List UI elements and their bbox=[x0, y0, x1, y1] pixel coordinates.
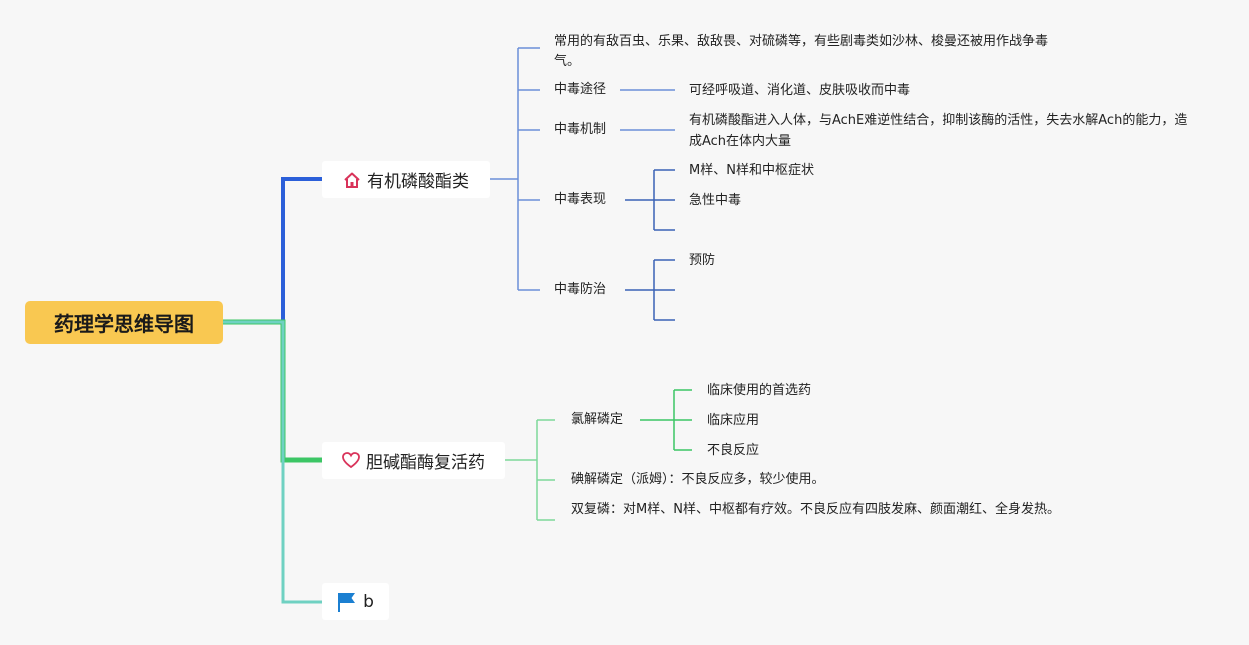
b1-route-detail: 可经呼吸道、消化道、皮肤吸收而中毒 bbox=[689, 83, 911, 98]
b2-topic-pralidoxime-iodide[interactable]: 碘解磷定（派姆）：不良反应多，较少使用。 bbox=[571, 472, 825, 487]
branch-label: 有机磷酸酯类 bbox=[367, 172, 469, 192]
root-link-2 bbox=[223, 319, 322, 463]
b1-topic-treatment[interactable]: 中毒防治 bbox=[554, 282, 607, 297]
b1-topic-mechanism[interactable]: 中毒机制 bbox=[554, 122, 607, 137]
b1-mechanism-detail: 有机磷酸酯进入人体，与AchE难逆性结合，抑制该酶的活性，失去水解Ach的能力，… bbox=[689, 113, 1188, 149]
branch-cholinesterase-reactivator[interactable]: 胆碱酯酶复活药 bbox=[322, 442, 505, 479]
b1-link-group bbox=[490, 47, 540, 291]
b1-topic-route[interactable]: 中毒途径 bbox=[554, 82, 607, 97]
b1-treatment-1: 预防 bbox=[689, 253, 716, 268]
b1-desc: 常用的有敌百虫、乐果、敌敌畏、对硫磷等，有些剧毒类如沙林、梭曼还被用作战争毒气。 bbox=[554, 34, 1049, 69]
root-link-1 bbox=[223, 177, 322, 324]
root-topic[interactable]: 药理学思维导图 bbox=[25, 301, 223, 344]
branch-organophosphate[interactable]: 有机磷酸酯类 bbox=[322, 161, 490, 198]
root-link-3 bbox=[223, 320, 322, 604]
b2-detail-1: 临床使用的首选药 bbox=[707, 383, 812, 398]
b2-topic-obidoxime[interactable]: 双复磷：对M样、N样、中枢都有疗效。不良反应有四肢发麻、颜面潮红、全身发热。 bbox=[571, 502, 1060, 517]
b2-detail-2: 临床应用 bbox=[707, 413, 760, 428]
branch-label: 胆碱酯酶复活药 bbox=[366, 453, 485, 473]
branch-label: b bbox=[363, 591, 374, 612]
b1-topic-symptoms[interactable]: 中毒表现 bbox=[554, 192, 607, 207]
flag-icon bbox=[337, 591, 357, 613]
b1-sub-link-4 bbox=[625, 259, 675, 321]
b1-symptom-2: 急性中毒 bbox=[689, 193, 742, 208]
branch-b[interactable]: b bbox=[322, 583, 389, 620]
home-icon bbox=[343, 171, 361, 189]
b2-sub-link-1 bbox=[640, 389, 692, 451]
heart-icon bbox=[342, 452, 360, 469]
b1-sub-link-3 bbox=[625, 169, 675, 231]
b2-detail-3: 不良反应 bbox=[707, 443, 760, 458]
b2-link-group bbox=[505, 419, 555, 521]
b2-topic-pralidoxime-chloride[interactable]: 氯解磷定 bbox=[571, 412, 624, 427]
b1-symptom-1: M样、N样和中枢症状 bbox=[689, 163, 814, 178]
